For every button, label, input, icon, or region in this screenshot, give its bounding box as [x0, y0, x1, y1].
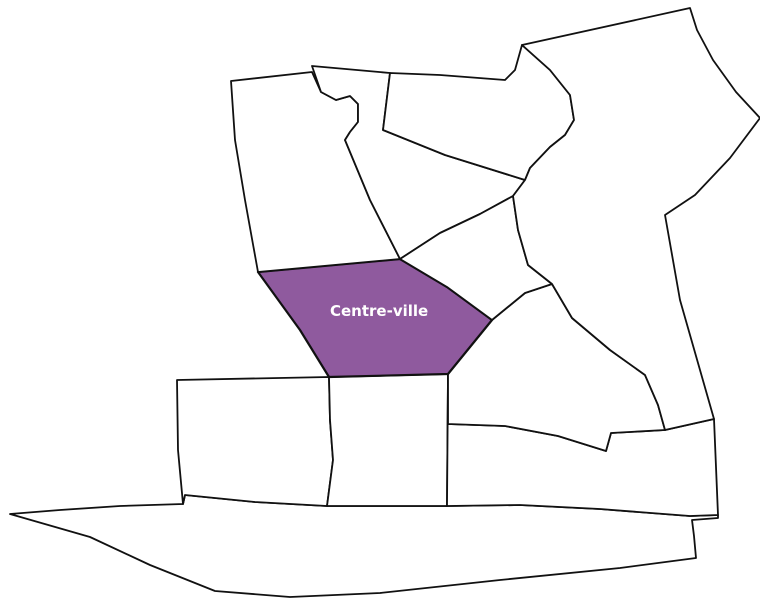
centre-ville-label: Centre-ville	[330, 302, 428, 320]
district-south-centre[interactable]	[326, 373, 449, 507]
district-east[interactable]	[512, 7, 760, 431]
district-south-west[interactable]	[176, 376, 334, 507]
